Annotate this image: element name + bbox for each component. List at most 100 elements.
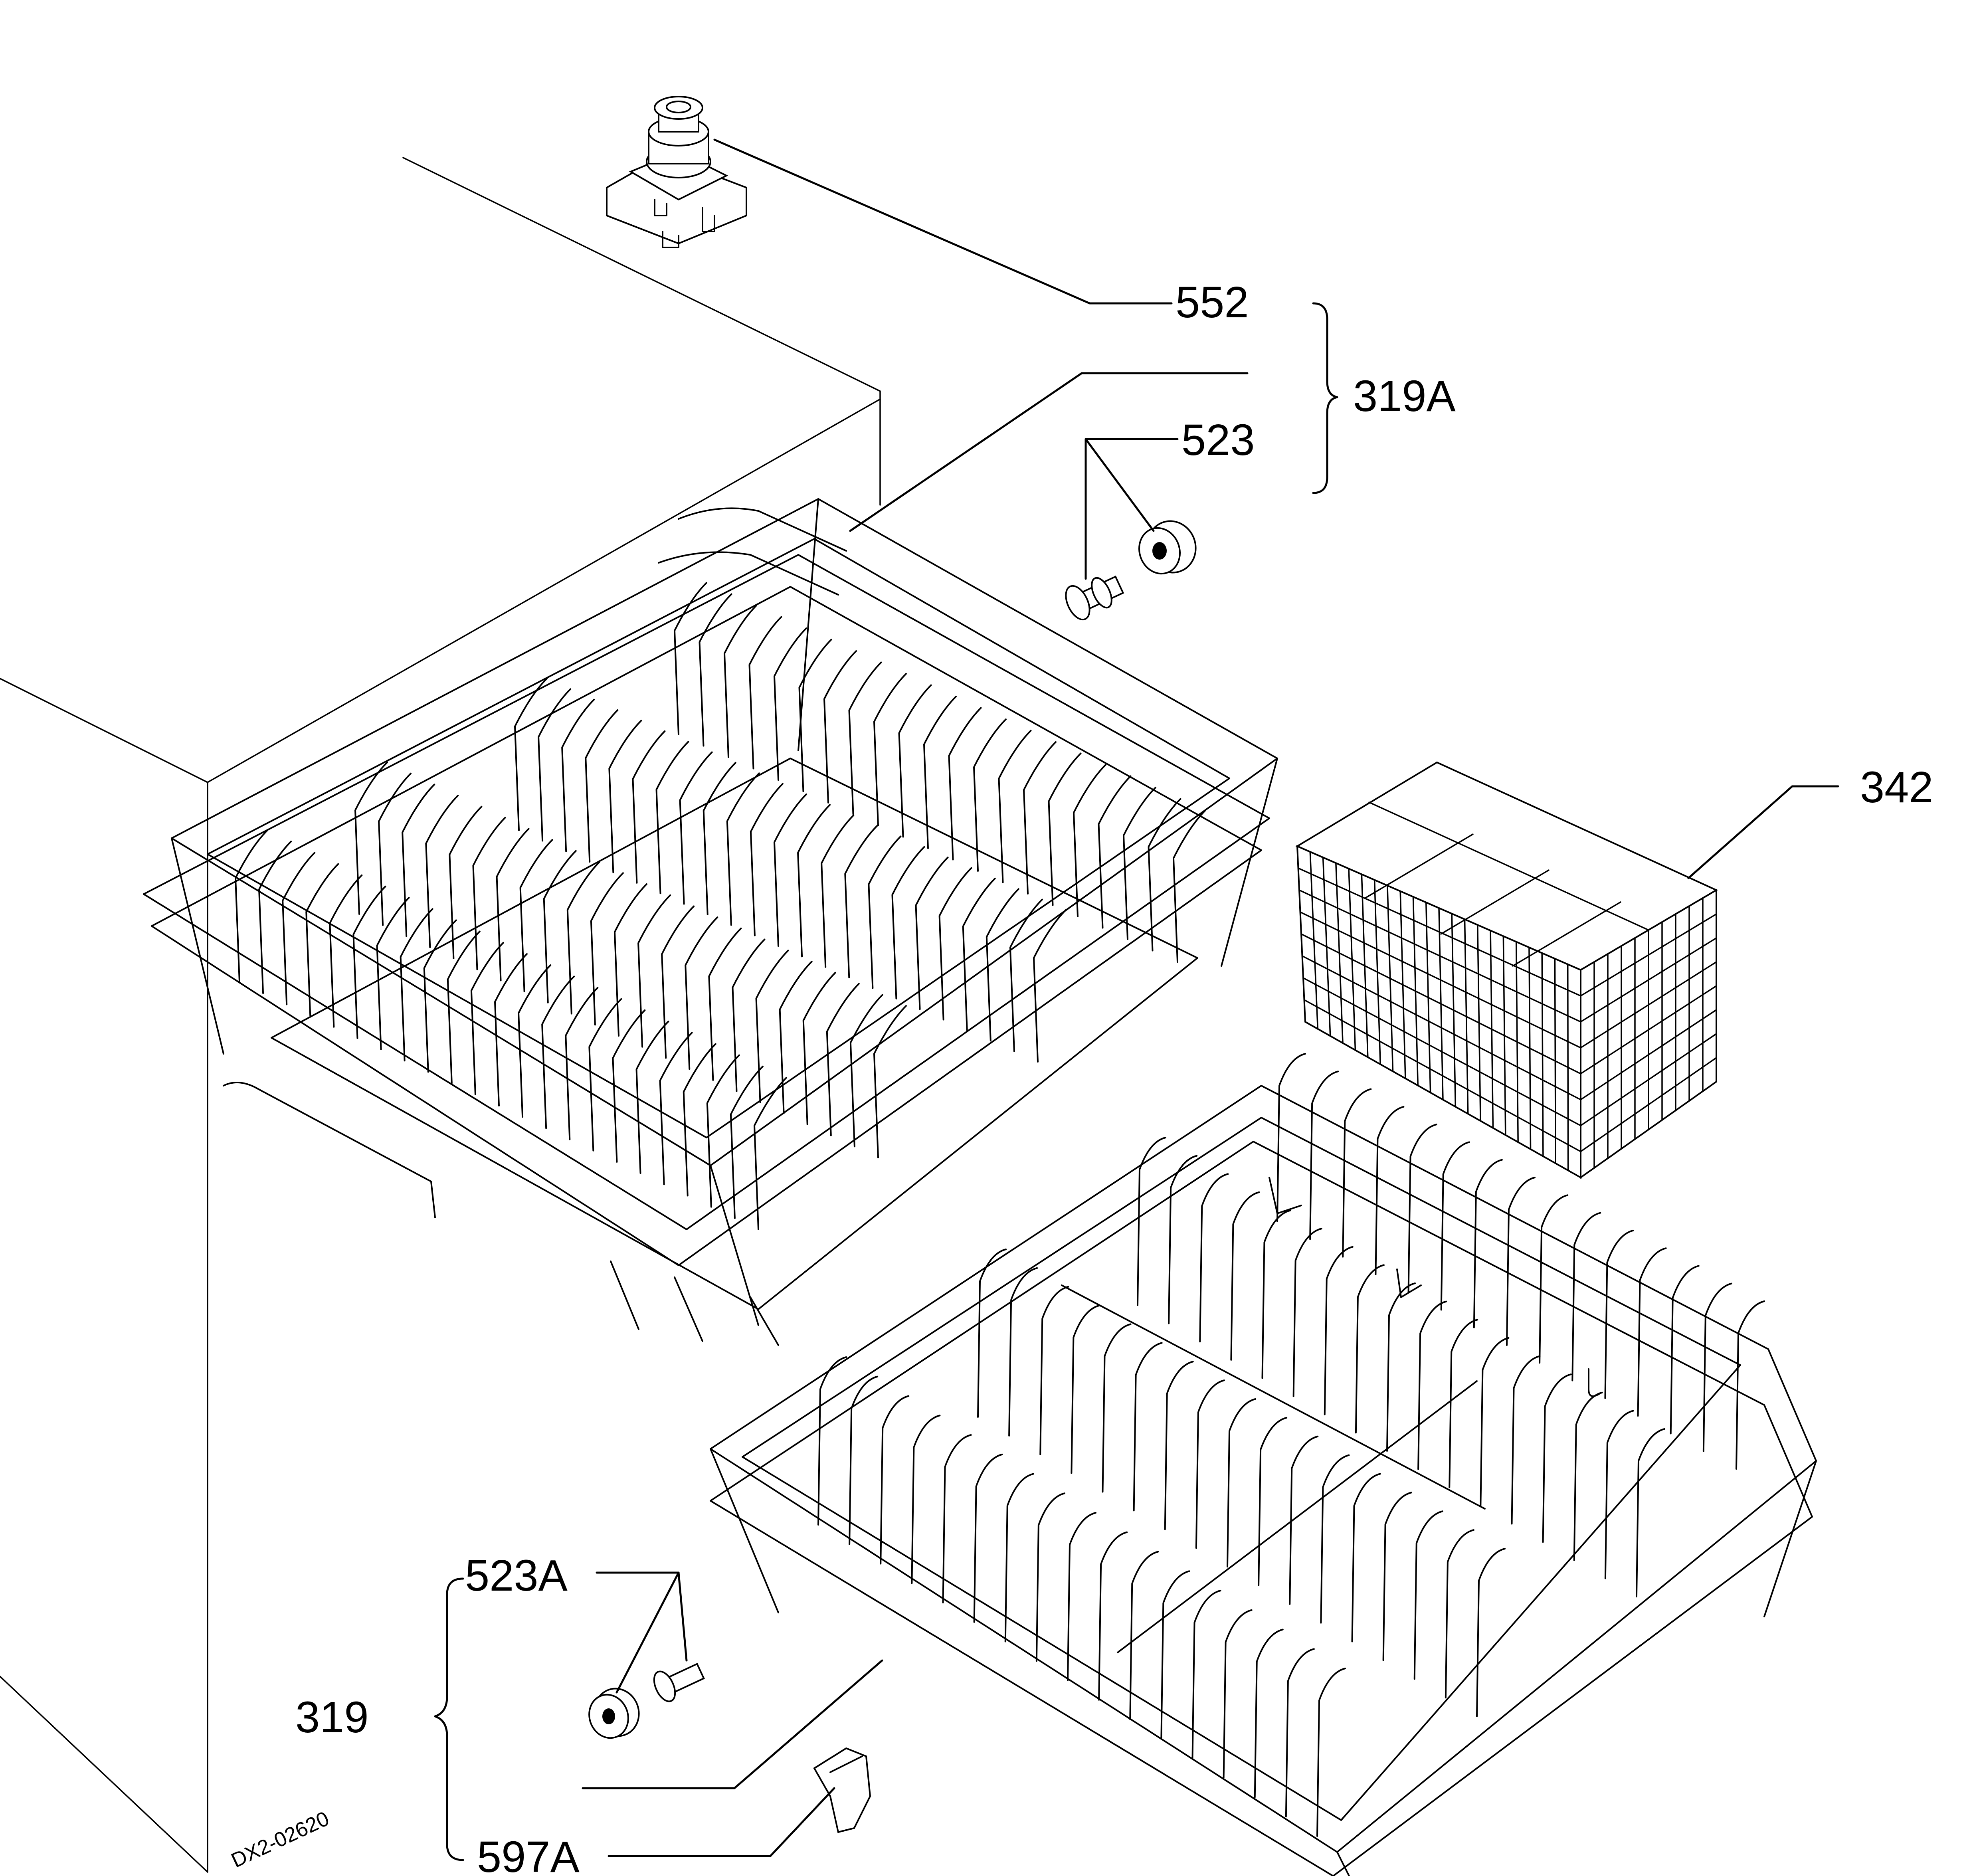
wire-tine	[1473, 1159, 1503, 1328]
wire-tine	[632, 730, 666, 884]
grid-bar	[1300, 933, 1581, 1075]
bracket-319a	[1312, 302, 1338, 494]
wire-tine	[1199, 1173, 1229, 1343]
wire-tine	[708, 927, 742, 1081]
wire-tine	[612, 1009, 646, 1163]
grid-bar	[1580, 1057, 1717, 1152]
wire-tine	[1476, 1548, 1506, 1717]
upper-basket-tines	[235, 582, 1206, 1230]
wire-tine	[1670, 1265, 1700, 1435]
wire-tine	[706, 1054, 740, 1208]
wire-tine	[661, 905, 695, 1059]
wire-tine	[1191, 1590, 1221, 1759]
wire-tine	[1604, 1410, 1634, 1579]
wire-tine	[1289, 1435, 1319, 1605]
wire-tine	[1195, 1379, 1225, 1549]
wire-tine	[755, 950, 789, 1103]
wire-tine	[942, 1434, 972, 1603]
wire-tine	[1511, 1355, 1541, 1525]
wire-tine	[518, 964, 552, 1118]
wire-tine	[1230, 1191, 1260, 1361]
wire-tine	[1285, 1648, 1315, 1818]
wire-tine	[282, 852, 316, 1005]
grid-bar	[1580, 937, 1717, 1023]
wire-tine	[1407, 1124, 1437, 1293]
wire-tine	[674, 582, 707, 735]
wire-tine	[873, 1005, 907, 1158]
wire-tine	[1637, 1247, 1667, 1417]
wire-tine	[354, 762, 388, 915]
wire-tine	[1004, 1473, 1034, 1642]
wire-tine	[494, 953, 528, 1106]
wire-tine	[1067, 1512, 1096, 1681]
grid-bar	[1302, 977, 1581, 1126]
wire-tine	[1324, 1246, 1354, 1415]
wire-tine	[1033, 909, 1067, 1063]
wire-tine	[724, 605, 757, 758]
wire-tine	[774, 627, 807, 781]
wire-tine	[1413, 1510, 1443, 1680]
wire-tine	[449, 805, 483, 959]
wire-tine	[1039, 1286, 1069, 1455]
wire-tine	[538, 688, 572, 842]
wire-tine	[880, 1395, 910, 1565]
wire-tine	[614, 883, 647, 1037]
wire-tine	[1137, 1137, 1166, 1306]
label-552: 552	[1176, 278, 1249, 327]
wire-tine	[774, 794, 807, 947]
wire-tine	[1736, 1300, 1765, 1470]
wire-tine	[352, 885, 386, 1039]
wire-tine	[891, 846, 925, 999]
wire-tine	[1261, 1209, 1291, 1379]
wire-tine	[750, 783, 784, 936]
grid-bar	[1298, 889, 1581, 1023]
wire-tine	[826, 983, 860, 1136]
wire-tine	[496, 828, 530, 982]
wire-tine	[1292, 1228, 1322, 1397]
wire-tine	[1351, 1473, 1381, 1642]
wire-tine	[447, 930, 481, 1084]
rack-stop-clip-icon	[813, 1747, 871, 1833]
wire-tine	[1276, 1053, 1306, 1222]
wire-tine	[543, 850, 577, 1003]
grid-bar	[1580, 1009, 1717, 1100]
wire-tine	[962, 877, 996, 1031]
wire-tine	[849, 994, 883, 1148]
wire-tine	[1382, 1492, 1412, 1661]
wire-tine	[748, 616, 782, 770]
wire-tine	[938, 867, 972, 1021]
wire-tine	[873, 673, 907, 826]
wire-tine	[1164, 1361, 1194, 1530]
wire-tine	[1129, 1551, 1159, 1720]
wire-tine	[1098, 775, 1132, 929]
wire-tine	[519, 839, 553, 993]
wire-tine	[977, 1249, 1007, 1418]
grid-bar	[1297, 867, 1581, 997]
bracket-319	[434, 1577, 464, 1861]
wire-tine	[1506, 1177, 1536, 1346]
label-597a: 597A	[477, 1832, 580, 1876]
grid-bar	[1580, 913, 1717, 997]
wire-tine	[915, 857, 949, 1010]
wire-tine	[1542, 1373, 1572, 1543]
wire-tine	[849, 1375, 879, 1545]
wire-tine	[635, 1021, 669, 1174]
wire-tine	[1480, 1337, 1510, 1506]
wire-tine	[1160, 1570, 1190, 1740]
wire-tine	[802, 972, 836, 1125]
wire-tine	[699, 593, 732, 747]
wire-tine	[1009, 898, 1043, 1052]
wire-tine	[1702, 1282, 1732, 1452]
wire-tine	[588, 998, 622, 1152]
wire-tine	[1636, 1428, 1665, 1597]
wire-tine	[561, 699, 595, 852]
wire-tine	[1073, 764, 1106, 917]
axle-pin-icon	[1065, 575, 1124, 621]
wire-tine	[1102, 1323, 1132, 1493]
wire-tine	[923, 696, 957, 849]
wire-tine	[1008, 1267, 1038, 1437]
wire-tine	[378, 772, 412, 926]
wire-tine	[1342, 1088, 1372, 1258]
wire-tine	[732, 938, 766, 1092]
wire-tine	[898, 684, 932, 838]
